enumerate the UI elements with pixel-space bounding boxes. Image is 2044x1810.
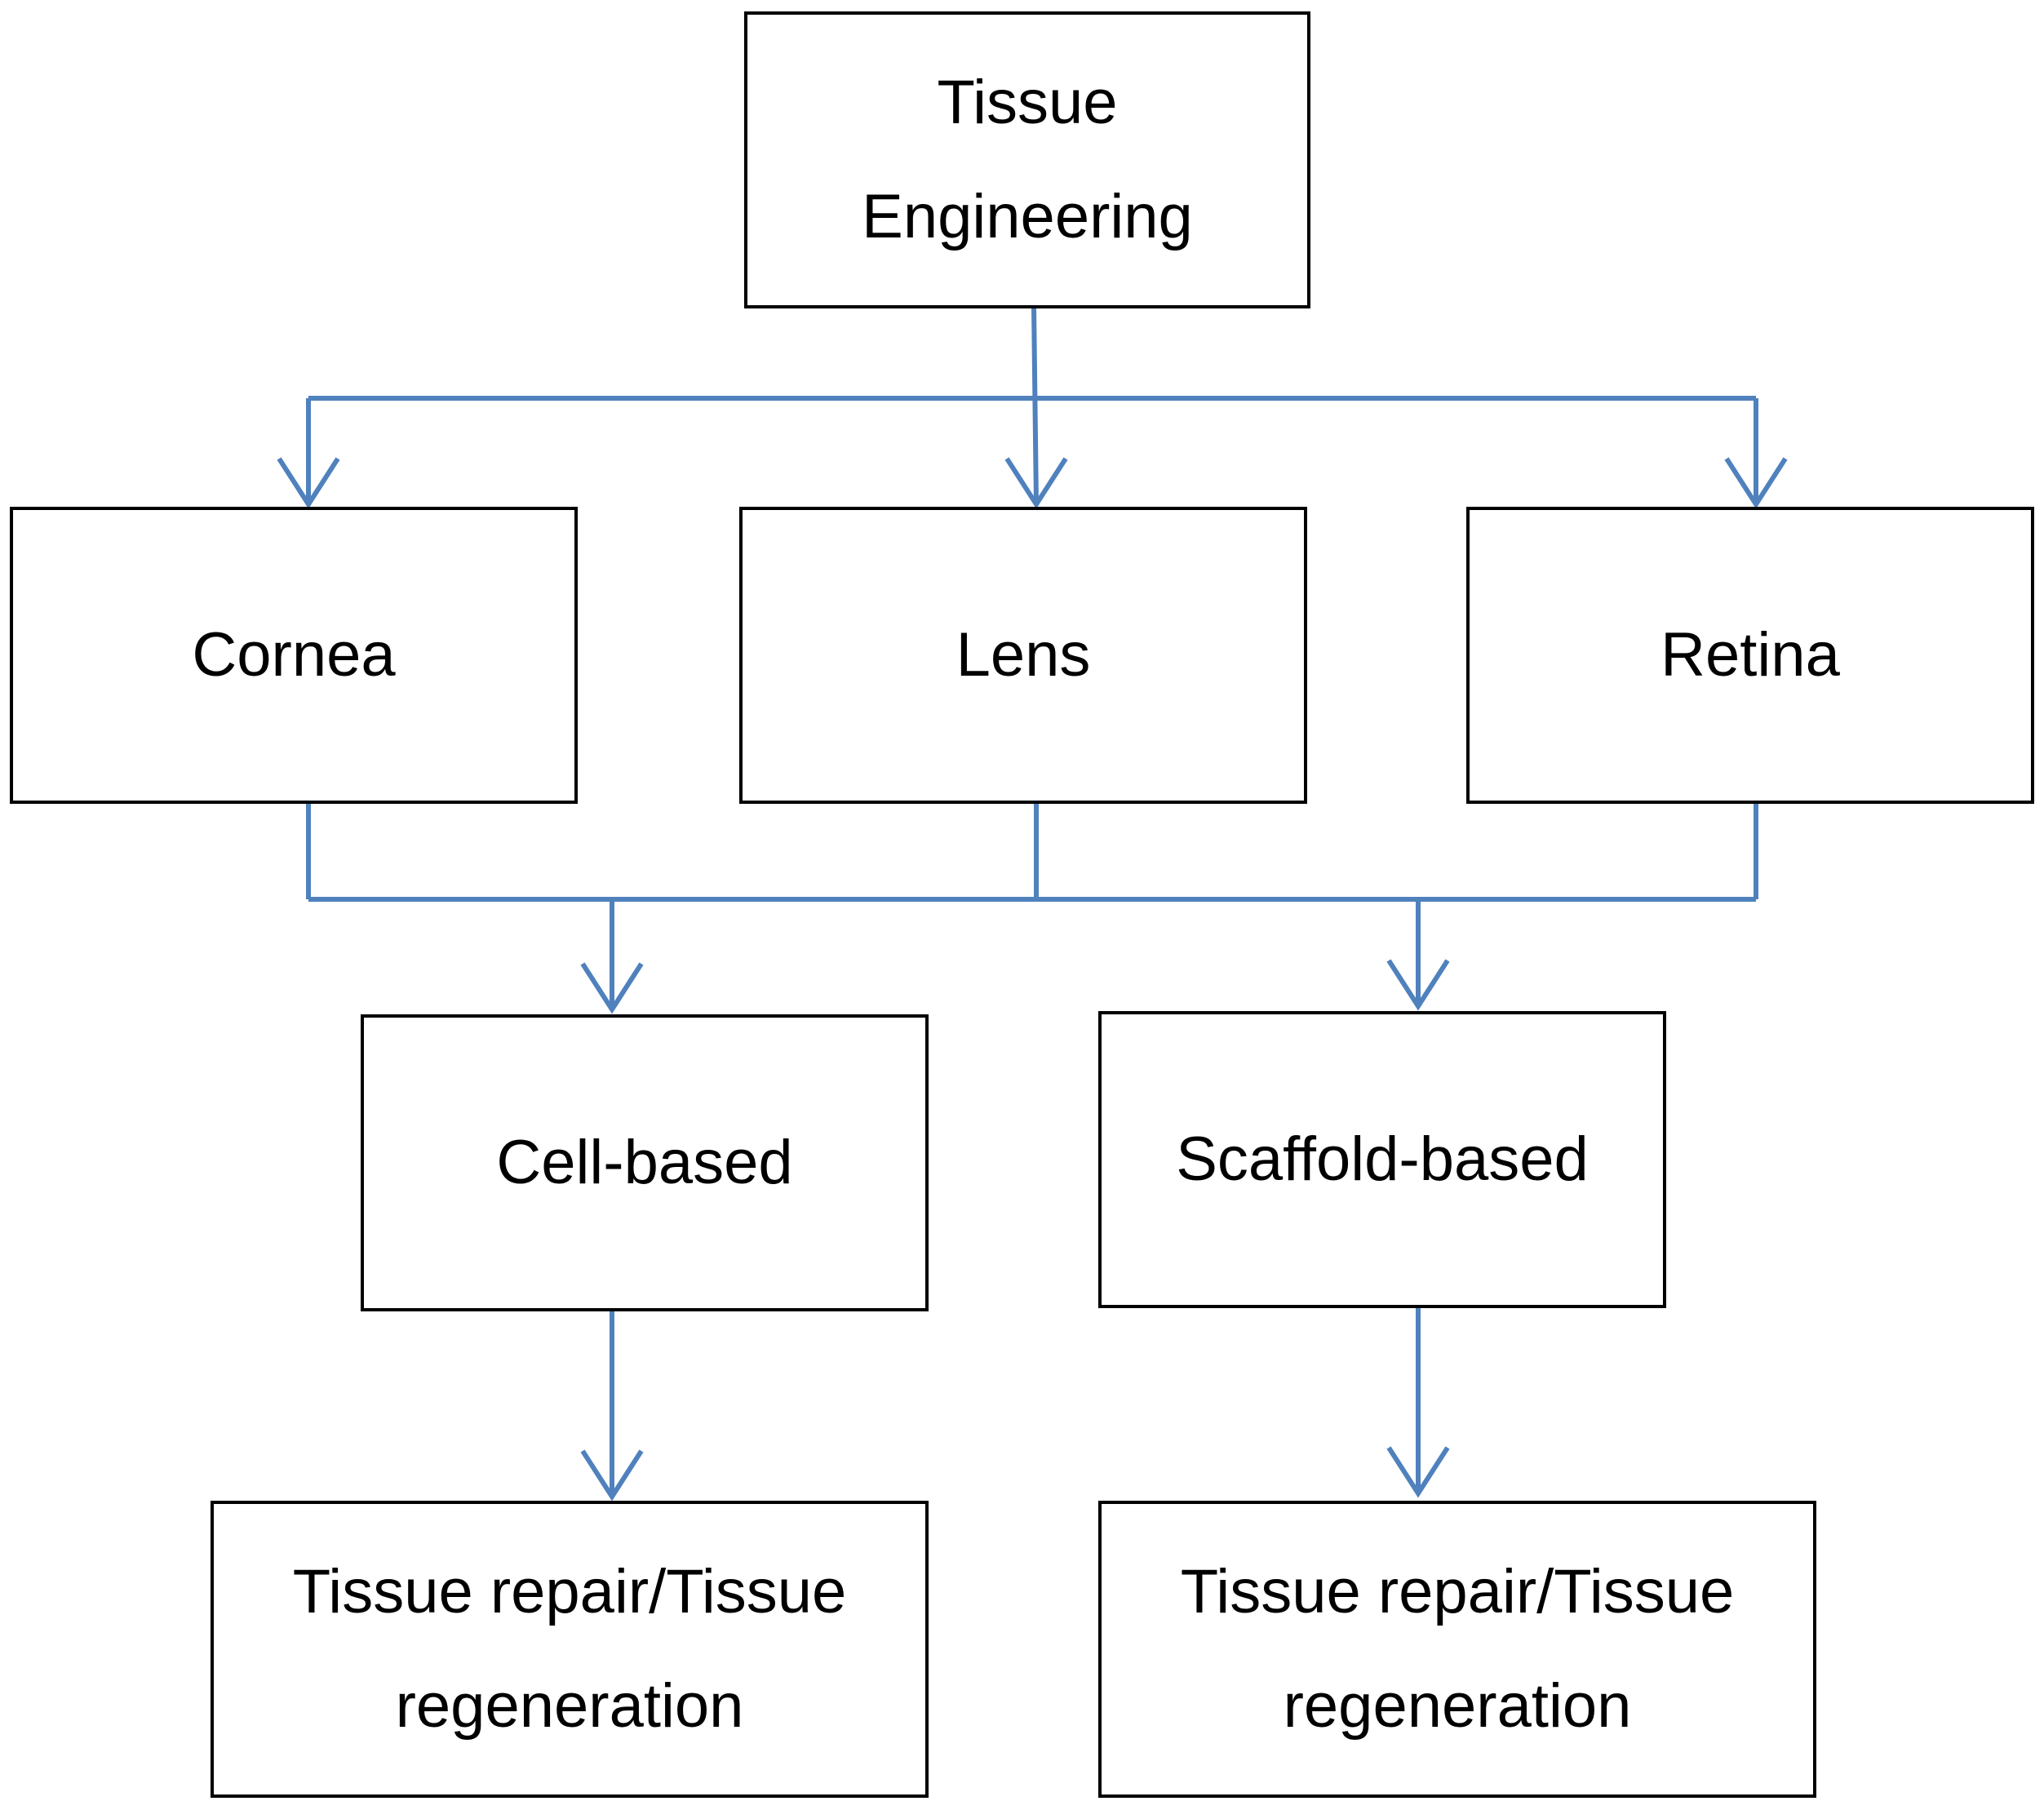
arrowhead-lens: [1004, 457, 1068, 509]
node-tissue-engineering-line-1: Tissue: [937, 68, 1118, 137]
node-cornea: Cornea: [10, 507, 578, 804]
arrowhead-scaffold-based: [1386, 959, 1450, 1011]
node-scaffold-based-label: Scaffold-based: [1176, 1125, 1589, 1194]
node-cell-outcome-line-1: Tissue repair/Tissue: [292, 1557, 847, 1626]
node-cell-outcome: Tissue repair/Tissue regeneration: [211, 1501, 929, 1798]
arrowhead-cell-based: [580, 962, 644, 1014]
edge-te-trunk: [1031, 306, 1039, 505]
node-retina: Retina: [1466, 507, 2034, 804]
arrowhead-retina: [1724, 457, 1788, 509]
node-cell-outcome-line-2: regeneration: [395, 1671, 744, 1741]
node-cell-based: Cell-based: [361, 1014, 929, 1311]
node-lens-label: Lens: [955, 620, 1091, 690]
node-scaffold-outcome-line-2: regeneration: [1283, 1671, 1632, 1741]
node-retina-label: Retina: [1660, 620, 1840, 690]
node-cell-based-label: Cell-based: [496, 1128, 793, 1197]
node-tissue-engineering-line-2: Engineering: [862, 182, 1193, 251]
node-scaffold-outcome-line-1: Tissue repair/Tissue: [1180, 1557, 1735, 1626]
node-tissue-engineering: Tissue Engineering: [744, 11, 1310, 308]
node-lens: Lens: [739, 507, 1307, 804]
arrowhead-scaffold-outcome: [1386, 1446, 1450, 1498]
node-scaffold-outcome: Tissue repair/Tissue regeneration: [1098, 1501, 1816, 1798]
arrowhead-cell-outcome: [580, 1449, 644, 1502]
node-scaffold-based: Scaffold-based: [1098, 1011, 1666, 1308]
arrowhead-cornea: [277, 457, 340, 509]
node-cornea-label: Cornea: [192, 620, 396, 690]
